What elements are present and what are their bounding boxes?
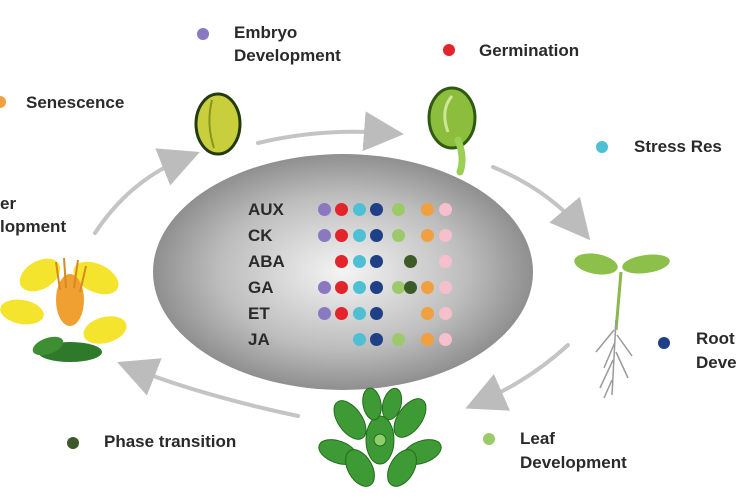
leaf-label-line1: Leaf: [520, 429, 555, 448]
germination-label: Germination: [479, 41, 580, 60]
senescence-label: Senescence: [26, 93, 125, 112]
cycle-arrows: [93, 111, 591, 418]
hormone-name-ga: GA: [248, 278, 274, 297]
rosette-illustration: [318, 387, 442, 487]
hormone-ellipse: [153, 154, 533, 390]
hormone-dot-aux-root: [370, 203, 383, 216]
hormone-dot-aba-stress: [353, 255, 366, 268]
hormone-dot-ga-germination: [335, 281, 348, 294]
root-label-line1: Root: [696, 329, 735, 348]
flower-label-line2: lopment: [0, 217, 67, 236]
hormone-dot-aba-root: [370, 255, 383, 268]
hormone-name-aba: ABA: [248, 252, 285, 271]
hormone-dot-ga-leaf: [392, 281, 405, 294]
hormone-dot-ja-senescence: [421, 333, 434, 346]
hormone-dot-ga-senescence: [421, 281, 434, 294]
flower-label-line1: er: [0, 194, 17, 213]
germination-dot: [443, 44, 455, 56]
hormone-dot-aba-phase: [404, 255, 417, 268]
hormone-name-ck: CK: [248, 226, 273, 245]
hormone-dot-et-embryo: [318, 307, 331, 320]
hormone-dot-aux-senescence: [421, 203, 434, 216]
hormone-dot-et-senescence: [421, 307, 434, 320]
embryo-dot: [197, 28, 209, 40]
hormone-dot-ja-root: [370, 333, 383, 346]
seed-illustration: [194, 92, 242, 156]
seedling-illustration: [574, 253, 670, 399]
hormone-dot-ck-flower: [439, 229, 452, 242]
hormone-name-aux: AUX: [248, 200, 284, 219]
hormone-dot-aux-germination: [335, 203, 348, 216]
hormone-dot-aba-germination: [335, 255, 348, 268]
root-dot: [658, 337, 670, 349]
hormone-dot-ja-flower: [439, 333, 452, 346]
hormone-dot-ck-leaf: [392, 229, 405, 242]
embryo-label-line1: Embryo: [234, 23, 298, 42]
stress-dot: [596, 141, 608, 153]
stress-label: Stress Res: [634, 137, 722, 156]
hormone-dot-ck-stress: [353, 229, 366, 242]
hormone-dot-ja-leaf: [392, 333, 405, 346]
leaf-dot: [483, 433, 495, 445]
hormone-name-ja: JA: [248, 330, 270, 349]
hormone-dot-ck-root: [370, 229, 383, 242]
phase-dot: [67, 437, 79, 449]
hormone-dot-et-stress: [353, 307, 366, 320]
hormone-dot-ja-stress: [353, 333, 366, 346]
senescence-dot: [0, 96, 6, 108]
germinating-seed-illustration: [427, 86, 477, 176]
hormone-dot-aux-leaf: [392, 203, 405, 216]
hormone-dot-aux-flower: [439, 203, 452, 216]
hormone-name-et: ET: [248, 304, 270, 323]
hormone-dot-ga-stress: [353, 281, 366, 294]
hormone-dot-ck-germination: [335, 229, 348, 242]
leaf-label-line2: Development: [520, 453, 627, 472]
hormone-dot-aux-embryo: [318, 203, 331, 216]
hormone-dot-ck-embryo: [318, 229, 331, 242]
phase-label: Phase transition: [104, 432, 237, 451]
hormone-dot-ga-phase: [404, 281, 417, 294]
hormone-dot-ga-flower: [439, 281, 452, 294]
hormone-dot-ga-embryo: [318, 281, 331, 294]
hormone-dot-aux-stress: [353, 203, 366, 216]
embryo-label-line2: Development: [234, 46, 341, 65]
hormone-dot-ga-root: [370, 281, 383, 294]
flower-illustration: [0, 257, 127, 362]
hormone-dot-et-flower: [439, 307, 452, 320]
hormone-dot-et-root: [370, 307, 383, 320]
hormone-dot-aba-flower: [439, 255, 452, 268]
hormone-dot-et-germination: [335, 307, 348, 320]
root-label-line2: Deve: [696, 353, 737, 372]
hormone-dot-ck-senescence: [421, 229, 434, 242]
